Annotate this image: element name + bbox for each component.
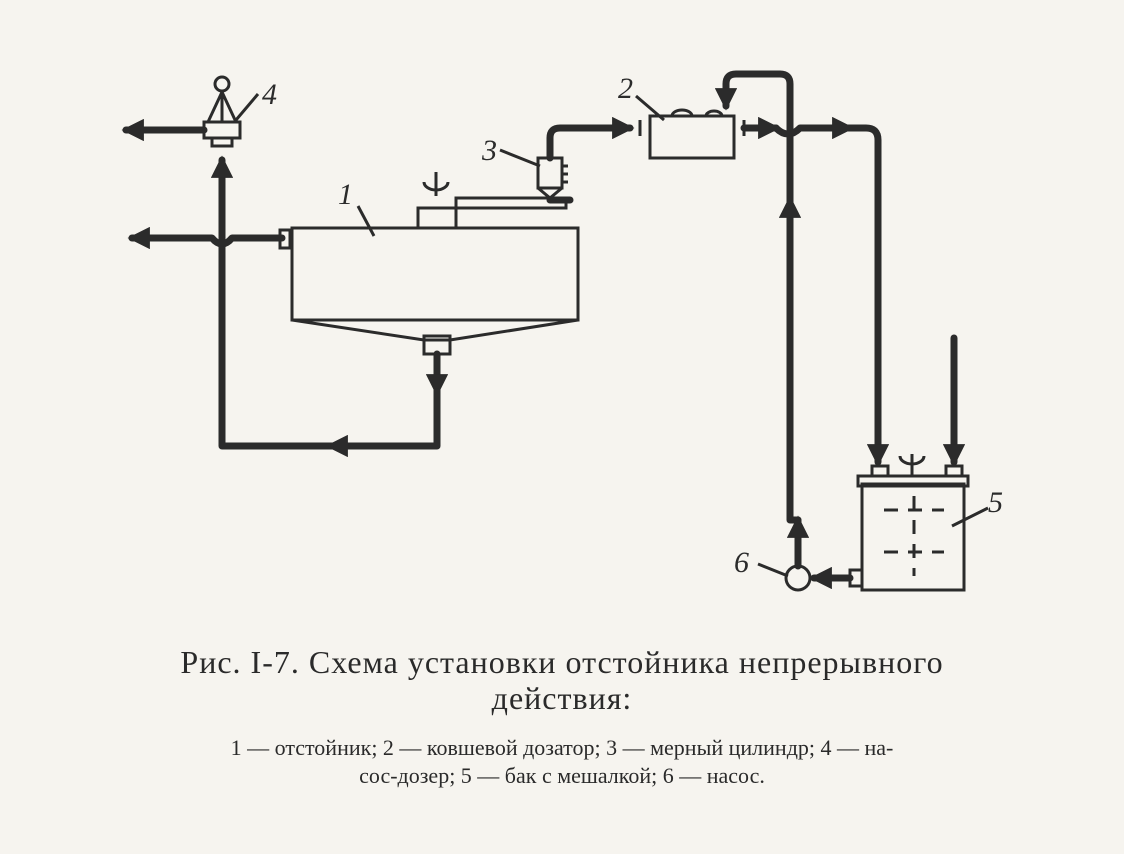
bucket-doser xyxy=(638,108,746,160)
label-1: 1 xyxy=(338,178,353,211)
label-2: 2 xyxy=(618,72,633,105)
pump xyxy=(784,564,812,592)
figure-title-line2: действия: xyxy=(491,680,633,716)
pipelines xyxy=(121,70,966,590)
label-5: 5 xyxy=(988,486,1003,519)
figure-legend-line1: 1 — отстойник; 2 — ковшевой дозатор; 3 —… xyxy=(230,735,894,760)
mixer-tank xyxy=(856,454,970,592)
label-6: 6 xyxy=(734,546,749,579)
dosing-pump xyxy=(202,75,242,148)
process-diagram: 4 1 3 2 5 6 xyxy=(121,70,1003,592)
settler-tank xyxy=(290,172,580,356)
figure-legend-line2: сос-дозер; 5 — бак с мешалкой; 6 — насос… xyxy=(359,763,765,788)
label-4: 4 xyxy=(262,78,277,111)
label-3: 3 xyxy=(481,134,497,167)
figure-title: Рис. I-7. Схема установки отстойника неп… xyxy=(0,644,1124,716)
figure-title-line1: Рис. I-7. Схема установки отстойника неп… xyxy=(180,644,944,680)
measuring-cylinder xyxy=(536,156,568,200)
figure-legend: 1 — отстойник; 2 — ковшевой дозатор; 3 —… xyxy=(0,734,1124,790)
leader-lines xyxy=(234,93,989,578)
